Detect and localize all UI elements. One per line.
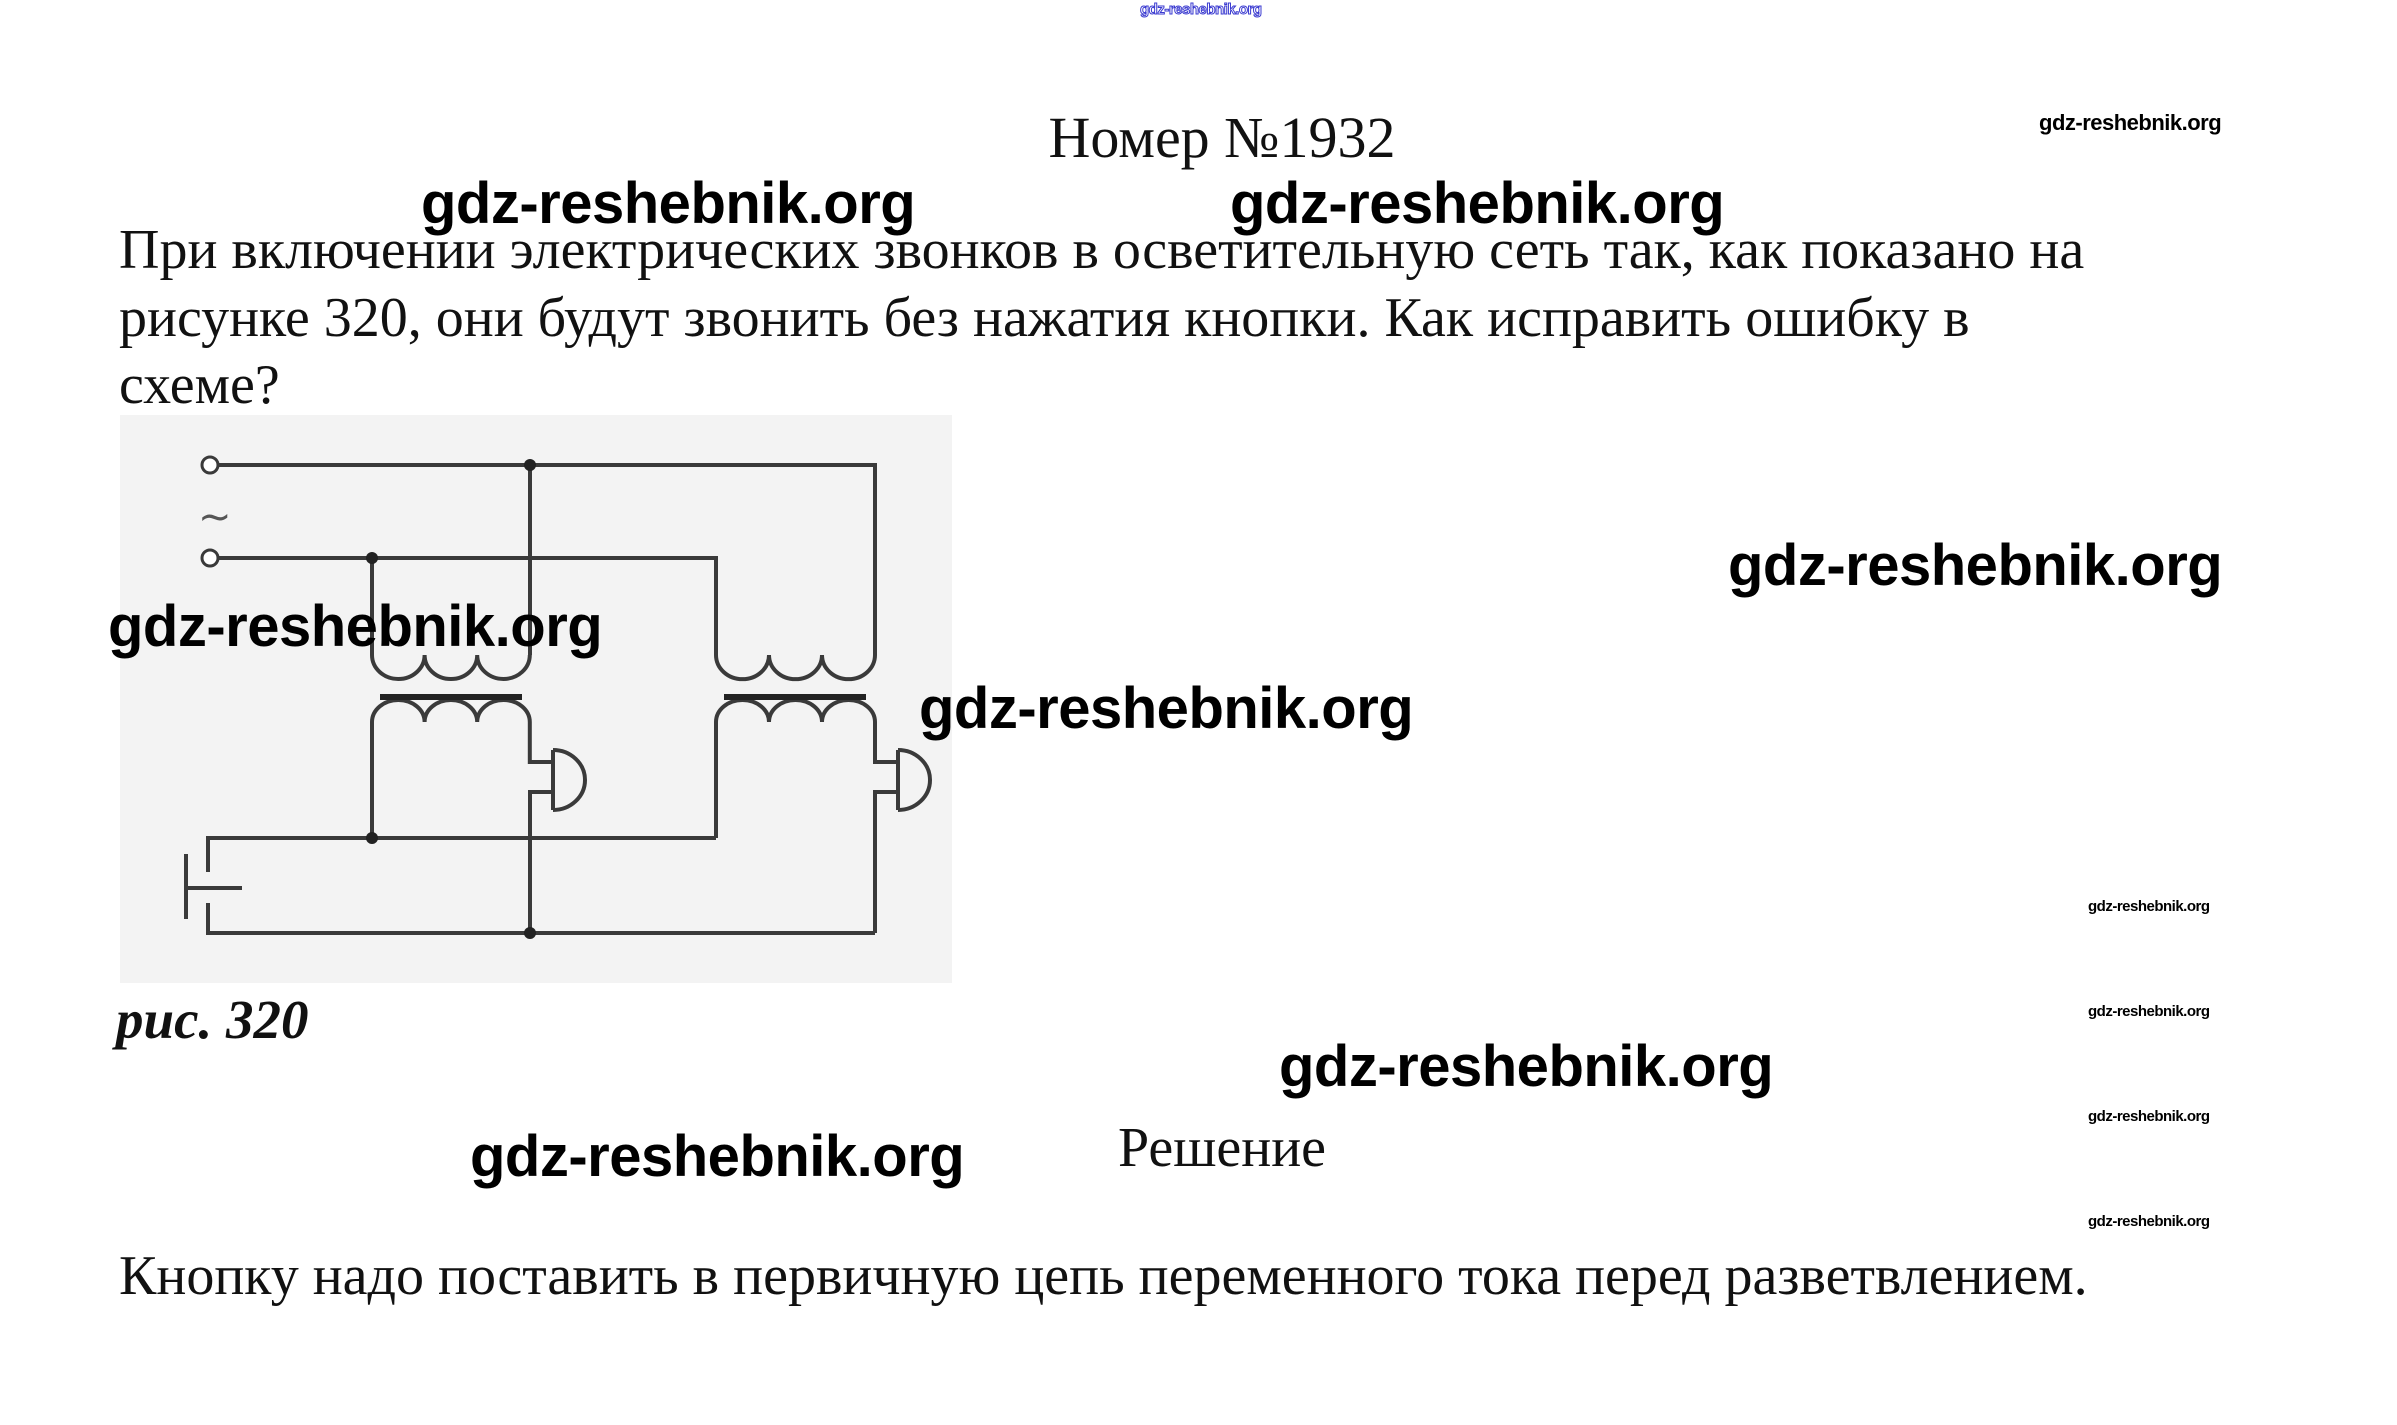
bell2-icon — [897, 748, 932, 812]
ac-symbol: ~ — [198, 494, 232, 540]
watermark: gdz-reshebnik.org — [470, 1124, 965, 1189]
junctions — [366, 459, 536, 939]
watermark: gdz-reshebnik.org — [421, 171, 916, 236]
watermark: gdz-reshebnik.org — [108, 594, 603, 659]
bottom-wire — [206, 903, 875, 935]
terminal-icon — [200, 548, 220, 568]
top-watermark: gdz-reshebnik.org — [1140, 1, 1263, 18]
question-line: При включении электрических звонков в ос… — [119, 219, 2085, 281]
coil2-primary-icon — [714, 654, 877, 682]
watermark: gdz-reshebnik.org — [1728, 533, 2223, 598]
page-title: Номер №1932 — [1048, 105, 1396, 170]
coil1-primary-icon — [370, 654, 532, 681]
lower-wire — [206, 836, 716, 872]
watermark: gdz-reshebnik.org — [2088, 1108, 2210, 1125]
watermark: gdz-reshebnik.org — [2088, 898, 2210, 915]
figure-caption: рис. 320 — [116, 989, 309, 1050]
answer-text: Кнопку надо поставить в первичную цепь п… — [119, 1245, 2088, 1307]
watermark: gdz-reshebnik.org — [2039, 110, 2222, 135]
coil1-secondary-icon — [370, 698, 553, 838]
junction-dot — [366, 832, 378, 844]
terminal-icon — [200, 455, 220, 475]
question-line: схеме? — [119, 354, 280, 416]
button-icon — [184, 854, 242, 919]
watermark: gdz-reshebnik.org — [919, 676, 1414, 741]
junction-dot — [524, 459, 536, 471]
bell2-return — [873, 790, 898, 933]
wires — [184, 463, 932, 935]
bell1-icon — [552, 748, 587, 812]
solution-heading: Решение — [1117, 1117, 1327, 1179]
watermark: gdz-reshebnik.org — [1230, 171, 1725, 236]
watermark: gdz-reshebnik.org — [2088, 1003, 2210, 1020]
bell1-return — [528, 790, 553, 933]
circuit-diagram: ~ — [120, 415, 952, 983]
junction-dot — [524, 927, 536, 939]
circuit-diagram-figure: ~ — [120, 415, 952, 983]
coil2-secondary-icon — [714, 698, 898, 838]
question-line: рисунке 320, они будут звонить без нажат… — [119, 287, 1970, 349]
watermark: gdz-reshebnik.org — [2088, 1213, 2210, 1230]
top-wire — [217, 463, 877, 655]
junction-dot — [366, 552, 378, 564]
second-wire — [217, 556, 718, 655]
watermark: gdz-reshebnik.org — [1279, 1034, 1774, 1099]
terminals — [200, 455, 220, 568]
